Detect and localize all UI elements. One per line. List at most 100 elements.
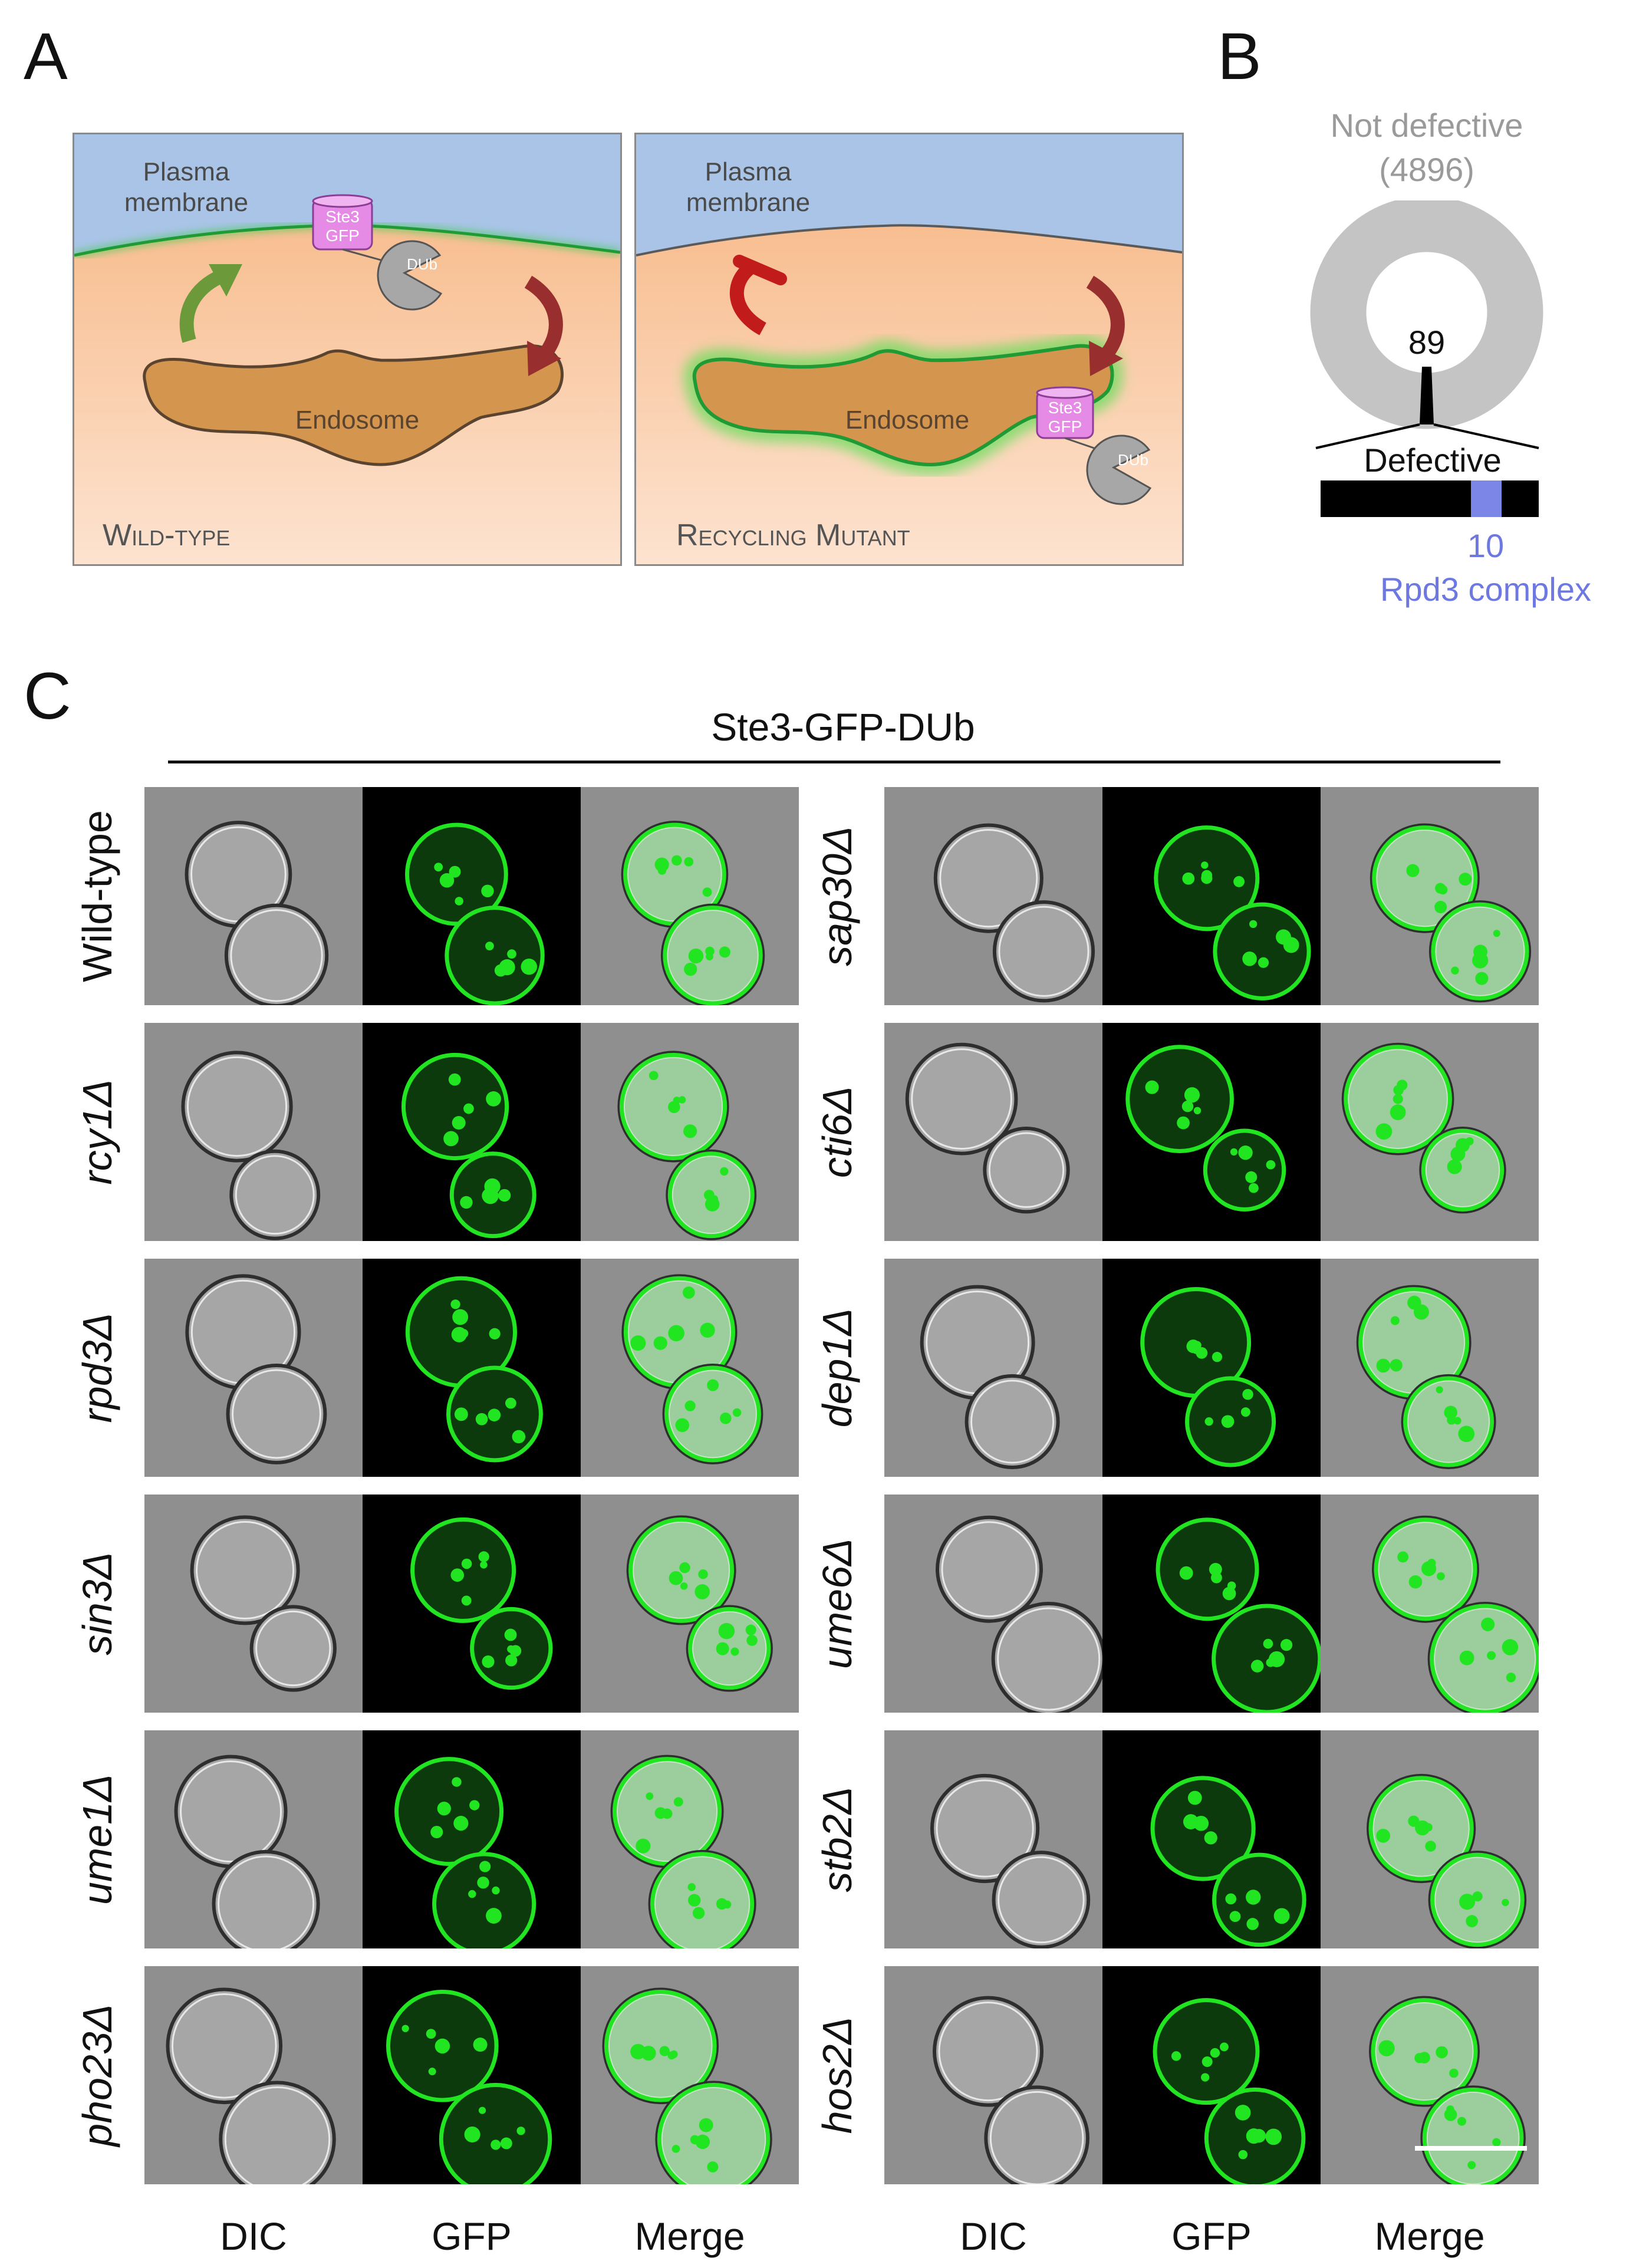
micrograph-dic bbox=[144, 1259, 363, 1477]
micrograph-merge bbox=[581, 1730, 799, 1948]
gfp-image bbox=[1102, 787, 1321, 1005]
row-label: ume1Δ bbox=[74, 1773, 120, 1905]
merge-image bbox=[581, 1495, 799, 1713]
micrograph-merge bbox=[581, 787, 799, 1005]
merge-image bbox=[1321, 1259, 1539, 1477]
micrograph-merge bbox=[581, 1023, 799, 1241]
micrograph-merge bbox=[1321, 1730, 1539, 1948]
micrograph-dic bbox=[884, 1730, 1102, 1948]
dic-image bbox=[144, 1259, 363, 1477]
row-label: sap30Δ bbox=[814, 826, 860, 966]
defective-count: 89 bbox=[1408, 324, 1446, 361]
row-label: stb2Δ bbox=[814, 1786, 860, 1892]
micrograph-dic bbox=[884, 1966, 1102, 2184]
micrograph-dic bbox=[144, 787, 363, 1005]
endosome-label-2: Endosome bbox=[845, 406, 970, 434]
micrograph-gfp bbox=[363, 1966, 581, 2184]
zoom-line-left bbox=[1315, 423, 1420, 449]
merge-image bbox=[581, 1966, 799, 2184]
panel-c-header: Ste3-GFP-DUb bbox=[711, 705, 975, 749]
col-label-merge-right: Merge bbox=[1374, 2214, 1485, 2258]
row-label: sin3Δ bbox=[74, 1552, 120, 1655]
micrograph-dic bbox=[144, 1023, 363, 1241]
panel-letter-c: C bbox=[24, 659, 71, 733]
defective-donut bbox=[1310, 200, 1543, 449]
gfp-image bbox=[363, 1966, 581, 2184]
col-label-dic-left: DIC bbox=[220, 2214, 287, 2258]
micrograph-merge bbox=[1321, 787, 1539, 1005]
col-label-merge-left: Merge bbox=[634, 2214, 745, 2258]
row-label: hos2Δ bbox=[814, 2016, 860, 2134]
micrograph-gfp bbox=[1102, 1495, 1321, 1713]
merge-image bbox=[1321, 787, 1539, 1005]
rpd3-count: 10 bbox=[1467, 527, 1505, 564]
not-defective-count: (4896) bbox=[1379, 151, 1474, 188]
defective-bar bbox=[1321, 480, 1539, 517]
micrograph-merge bbox=[1321, 1259, 1539, 1477]
micrograph-merge bbox=[581, 1966, 799, 2184]
micrograph-dic bbox=[884, 1259, 1102, 1477]
not-defective-label: Not defective bbox=[1330, 107, 1523, 144]
dic-image bbox=[884, 787, 1102, 1005]
row-label: pho23Δ bbox=[74, 2004, 120, 2147]
merge-image bbox=[581, 1259, 799, 1477]
header-rule bbox=[168, 761, 1500, 763]
micrograph-gfp bbox=[1102, 1259, 1321, 1477]
merge-image bbox=[1321, 1730, 1539, 1948]
wild-type-drawing bbox=[74, 134, 620, 564]
dic-image bbox=[884, 1730, 1102, 1948]
dic-image bbox=[144, 1495, 363, 1713]
merge-image bbox=[581, 1730, 799, 1948]
micrograph-gfp bbox=[1102, 1730, 1321, 1948]
panel-letter-b: B bbox=[1217, 19, 1262, 93]
gfp-image bbox=[363, 1495, 581, 1713]
micrograph-dic bbox=[144, 1730, 363, 1948]
mutant-drawing bbox=[636, 134, 1182, 564]
col-label-gfp-left: GFP bbox=[432, 2214, 512, 2258]
micrograph-gfp bbox=[1102, 1023, 1321, 1241]
micrograph-gfp bbox=[1102, 1966, 1321, 2184]
dub-label-2: DUb bbox=[1117, 451, 1148, 469]
zoom-line-right bbox=[1433, 423, 1539, 449]
merge-image bbox=[581, 1023, 799, 1241]
micrograph-dic bbox=[884, 787, 1102, 1005]
dic-image bbox=[884, 1259, 1102, 1477]
micrograph-merge bbox=[1321, 1495, 1539, 1713]
defective-wedge bbox=[1420, 367, 1434, 424]
micrograph-gfp bbox=[363, 1495, 581, 1713]
micrograph-dic bbox=[884, 1023, 1102, 1241]
rpd3-segment bbox=[1471, 480, 1502, 517]
dic-image bbox=[884, 1023, 1102, 1241]
merge-image bbox=[1321, 1023, 1539, 1241]
merge-image bbox=[1321, 1966, 1539, 2184]
gfp-image bbox=[1102, 1730, 1321, 1948]
row-label: Wild-type bbox=[74, 810, 120, 982]
micrograph-gfp bbox=[1102, 787, 1321, 1005]
gfp-image bbox=[363, 1023, 581, 1241]
micrograph-gfp bbox=[363, 1730, 581, 1948]
panel-letter-a: A bbox=[24, 19, 68, 93]
row-label: rcy1Δ bbox=[74, 1079, 120, 1185]
rpd3-label: Rpd3 complex bbox=[1380, 571, 1591, 608]
row-label: ume6Δ bbox=[814, 1538, 860, 1670]
gfp-image bbox=[1102, 1966, 1321, 2184]
merge-image bbox=[581, 787, 799, 1005]
micrograph-dic bbox=[144, 1495, 363, 1713]
gfp-image bbox=[363, 787, 581, 1005]
mutant-caption: Recycling Mutant bbox=[676, 518, 910, 552]
micrograph-dic bbox=[144, 1966, 363, 2184]
gfp-image bbox=[1102, 1259, 1321, 1477]
gfp-image bbox=[363, 1730, 581, 1948]
col-label-gfp-right: GFP bbox=[1171, 2214, 1252, 2258]
endosome-label-1: Endosome bbox=[295, 406, 420, 434]
dic-image bbox=[144, 1023, 363, 1241]
merge-image bbox=[1321, 1495, 1539, 1713]
dic-image bbox=[144, 1730, 363, 1948]
scale-bar bbox=[1415, 2146, 1527, 2151]
dic-image bbox=[884, 1495, 1102, 1713]
